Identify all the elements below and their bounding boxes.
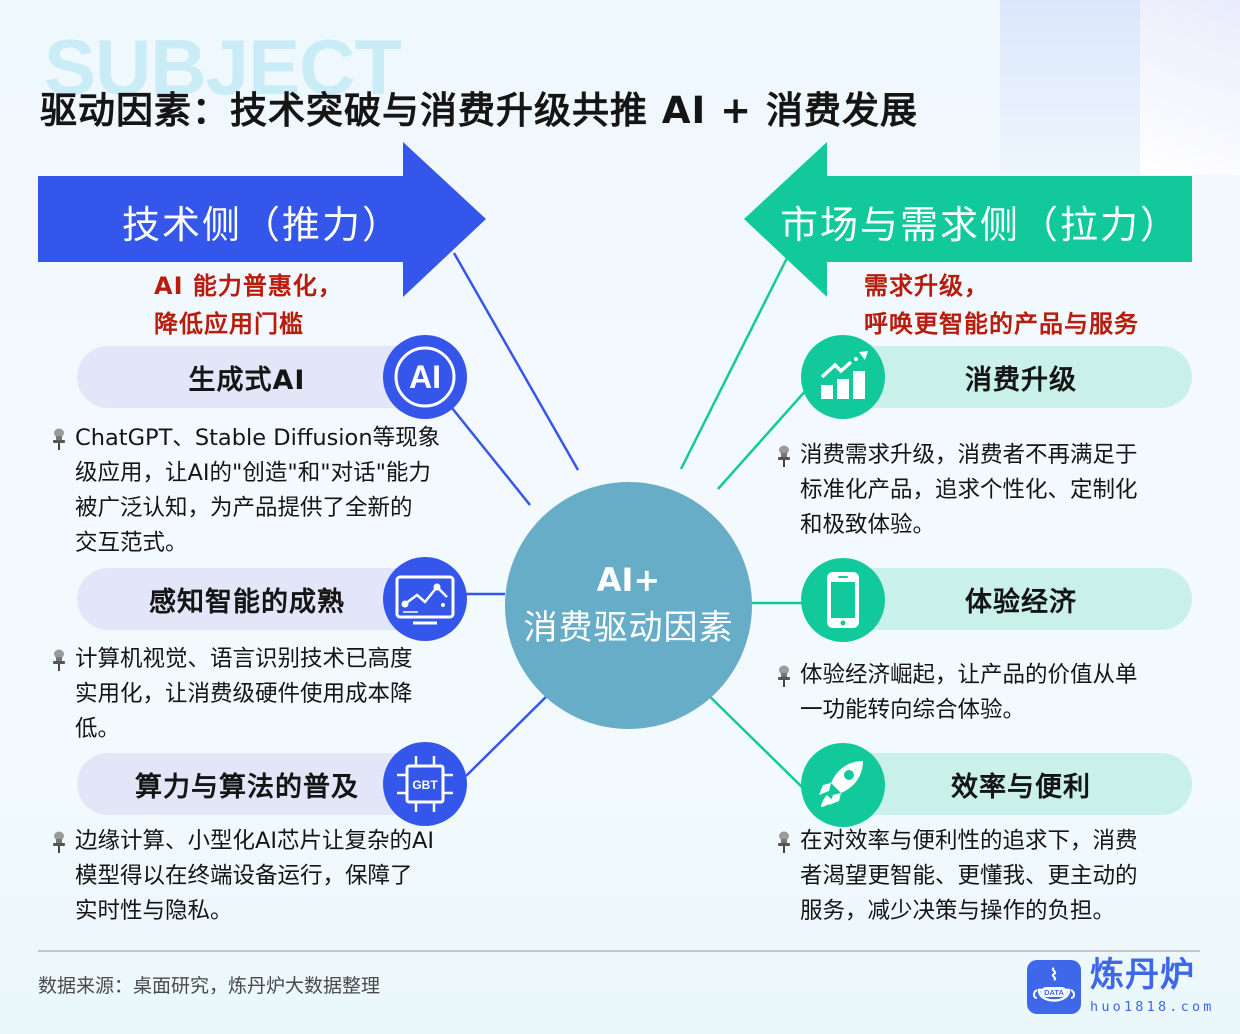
logo-name: 炼丹炉 xyxy=(1090,955,1195,995)
factor-pill-efficiency: 效率与便利 xyxy=(840,753,1192,815)
center-title-line2: 消费驱动因素 xyxy=(523,607,734,648)
factor-pill-compute: 算力与算法的普及 xyxy=(77,753,427,815)
ai-magnifier-icon: AI xyxy=(383,335,467,419)
factor-title: 效率与便利 xyxy=(951,771,1091,803)
market-subtitle-1: 需求升级， xyxy=(864,272,989,300)
factor-description: 在对效率与便利性的追求下，消费 者渴望更智能、更懂我、更主动的 服务，减少决策与… xyxy=(778,824,1200,929)
market-subtitle-2: 呼唤更智能的产品与服务 xyxy=(864,310,1139,338)
factor-pill-consumption-upgrade: 消费升级 xyxy=(840,346,1192,408)
growth-chart-icon xyxy=(801,335,885,419)
market-side-label: 市场与需求侧（拉力） xyxy=(780,203,1181,247)
logo-url: huo1818.com xyxy=(1090,999,1215,1015)
market-side-arrow xyxy=(744,142,1192,297)
data-source: 数据来源：桌面研究，炼丹炉大数据整理 xyxy=(38,975,381,997)
tech-side-label: 技术侧（推力） xyxy=(122,203,403,247)
factor-description: 边缘计算、小型化AI芯片让复杂的AI 模型得以在终端设备运行，保障了 实时性与隐… xyxy=(53,824,475,929)
tech-side-arrow xyxy=(38,142,486,297)
factor-title: 生成式AI xyxy=(188,364,306,396)
pushpin-icon xyxy=(778,445,790,467)
pushpin-icon xyxy=(53,428,65,450)
watermark-text: SUBJECT xyxy=(44,23,402,111)
background-decoration xyxy=(1000,0,1140,175)
rocket-icon xyxy=(801,743,885,827)
svg-text:GBT: GBT xyxy=(412,778,438,792)
factor-title: 消费升级 xyxy=(965,364,1077,396)
center-title-line1: AI+ xyxy=(596,560,661,599)
factor-pill-perception: 感知智能的成熟 xyxy=(77,568,427,630)
chip-icon: GBT xyxy=(383,742,467,826)
factor-pill-experience-economy: 体验经济 xyxy=(840,568,1192,630)
factor-title: 体验经济 xyxy=(965,586,1077,618)
pushpin-icon xyxy=(53,649,65,671)
factor-pill-generative-ai: 生成式AI xyxy=(77,346,427,408)
logo-icon: DATA xyxy=(1027,960,1081,1014)
pushpin-icon xyxy=(53,831,65,853)
factor-description: ChatGPT、Stable Diffusion等现象 级应用，让AI的"创造"… xyxy=(53,421,475,561)
tech-subtitle-1: AI 能力普惠化， xyxy=(154,272,343,300)
factor-description: 计算机视觉、语言识别技术已高度 实用化，让消费级硬件使用成本降 低。 xyxy=(53,642,475,747)
background-decoration xyxy=(1140,0,1240,175)
pushpin-icon xyxy=(778,665,790,687)
center-hub: AI+ 消费驱动因素 xyxy=(505,482,752,729)
monitor-chart-icon xyxy=(383,557,467,641)
factor-description: 消费需求升级，消费者不再满足于 标准化产品，追求个性化、定制化 和极致体验。 xyxy=(778,438,1200,543)
tech-subtitle-2: 降低应用门槛 xyxy=(154,310,304,338)
footer-divider xyxy=(38,950,1200,952)
factor-description: 体验经济崛起，让产品的价值从单 一功能转向综合体验。 xyxy=(778,658,1200,728)
factor-title: 算力与算法的普及 xyxy=(135,771,359,803)
smartphone-icon xyxy=(801,558,885,642)
svg-text:DATA: DATA xyxy=(1044,988,1064,997)
page-title: 驱动因素：技术突破与消费升级共推 AI + 消费发展 xyxy=(40,89,919,132)
pushpin-icon xyxy=(778,831,790,853)
svg-text:AI: AI xyxy=(409,359,441,395)
factor-title: 感知智能的成熟 xyxy=(149,586,345,618)
